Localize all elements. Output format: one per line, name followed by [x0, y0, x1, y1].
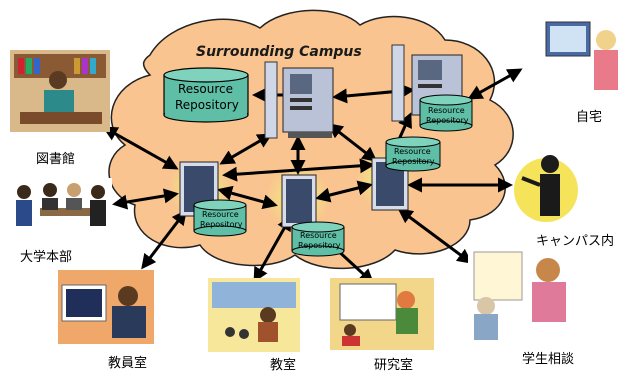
- faculty-room-illustration: [58, 270, 154, 344]
- label-on-campus: キャンパス内: [536, 234, 615, 249]
- server-rack-center: [281, 174, 317, 228]
- on-campus-illustration: [514, 155, 578, 222]
- repository-center-label-line1: Resource: [300, 231, 337, 240]
- repository-right-label-line1: Resource: [394, 147, 431, 156]
- repository-cylinder-center: [291, 221, 345, 257]
- diagram-title: Surrounding Campus: [196, 44, 362, 60]
- repository-cylinder-right-top: [419, 94, 473, 132]
- repository-left-label-line2: Repository: [200, 220, 243, 229]
- label-counseling: 学生相談: [522, 352, 575, 367]
- server-tower-main: [264, 61, 334, 139]
- repository-right-top-label-line1: Resource: [428, 106, 465, 115]
- label-lab: 研究室: [374, 358, 414, 373]
- lab-illustration: [330, 278, 434, 350]
- repository-right-top-label-line2: Repository: [426, 116, 469, 125]
- repository-right-label-line2: Repository: [392, 157, 435, 166]
- repository-large-label-line2: Repository: [175, 98, 239, 112]
- counseling-illustration: [468, 248, 578, 342]
- repository-cylinder-left: [193, 199, 247, 237]
- repository-cylinder-right: [385, 136, 441, 172]
- repository-left-label-line1: Resource: [202, 210, 239, 219]
- label-headquarters: 大学本部: [20, 250, 73, 265]
- headquarters-illustration: [12, 178, 112, 244]
- library-illustration: [10, 50, 110, 132]
- repository-large-label-line1: Resource: [178, 82, 234, 96]
- label-faculty-room: 教員室: [108, 356, 148, 371]
- resource-repository-large: [163, 67, 249, 123]
- repository-center-label-line2: Repository: [298, 241, 341, 250]
- label-classroom: 教室: [270, 358, 297, 373]
- label-library: 図書館: [36, 152, 76, 167]
- classroom-illustration: [208, 278, 300, 352]
- label-home: 自宅: [576, 110, 603, 125]
- home-illustration: [540, 10, 620, 100]
